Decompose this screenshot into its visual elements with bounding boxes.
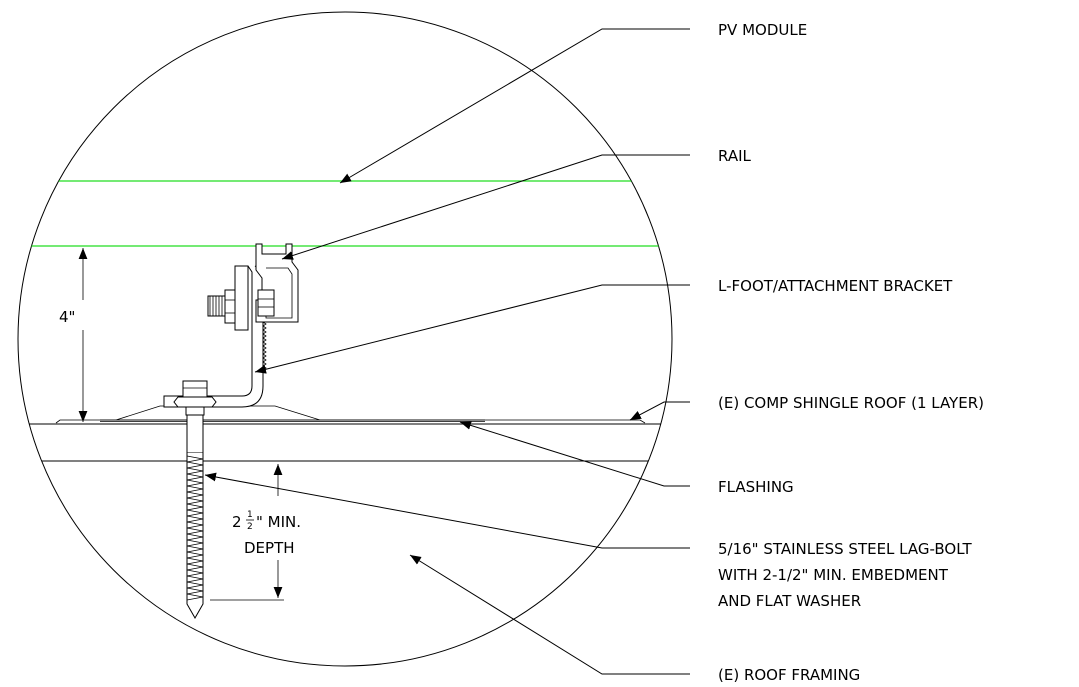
dim-4in-label: 4" <box>59 308 75 326</box>
l-foot-bracket <box>163 265 267 408</box>
flashing-boss <box>115 405 321 421</box>
leader-lag-bolt <box>204 472 690 549</box>
label-framing: (E) ROOF FRAMING <box>718 666 860 684</box>
label-pv-module: PV MODULE <box>718 21 807 39</box>
leader-rail <box>281 154 690 260</box>
depth-word: DEPTH <box>244 539 295 557</box>
leaders <box>204 28 690 675</box>
lag-bolt <box>173 380 217 620</box>
depth-suffix: " MIN. <box>256 513 301 531</box>
leader-flashing <box>459 421 690 487</box>
rail-bolt <box>207 289 236 324</box>
label-roof: (E) COMP SHINGLE ROOF (1 LAYER) <box>718 394 984 412</box>
label-lag-bolt-3: AND FLAT WASHER <box>718 592 861 610</box>
depth-whole: 2 <box>232 513 242 531</box>
leader-framing <box>409 554 690 675</box>
leader-pv-module <box>339 28 690 184</box>
section-content <box>18 180 672 462</box>
label-rail: RAIL <box>718 147 751 165</box>
callouts: PV MODULE RAIL L-FOOT/ATTACHMENT BRACKET… <box>718 21 984 684</box>
depth-num: 1 <box>247 510 253 520</box>
detail-circle <box>17 11 673 667</box>
leader-l-foot <box>254 284 690 374</box>
dim-depth: 2 1 2 " MIN. DEPTH <box>210 464 301 601</box>
label-l-foot: L-FOOT/ATTACHMENT BRACKET <box>718 277 953 295</box>
label-flashing: FLASHING <box>718 478 794 496</box>
depth-den: 2 <box>247 522 253 532</box>
label-lag-bolt-2: WITH 2-1/2" MIN. EMBEDMENT <box>718 566 949 584</box>
rail <box>255 243 299 323</box>
dim-4in: 4" <box>59 248 88 422</box>
leader-roof <box>629 401 690 421</box>
label-lag-bolt-1: 5/16" STAINLESS STEEL LAG-BOLT <box>718 540 973 558</box>
